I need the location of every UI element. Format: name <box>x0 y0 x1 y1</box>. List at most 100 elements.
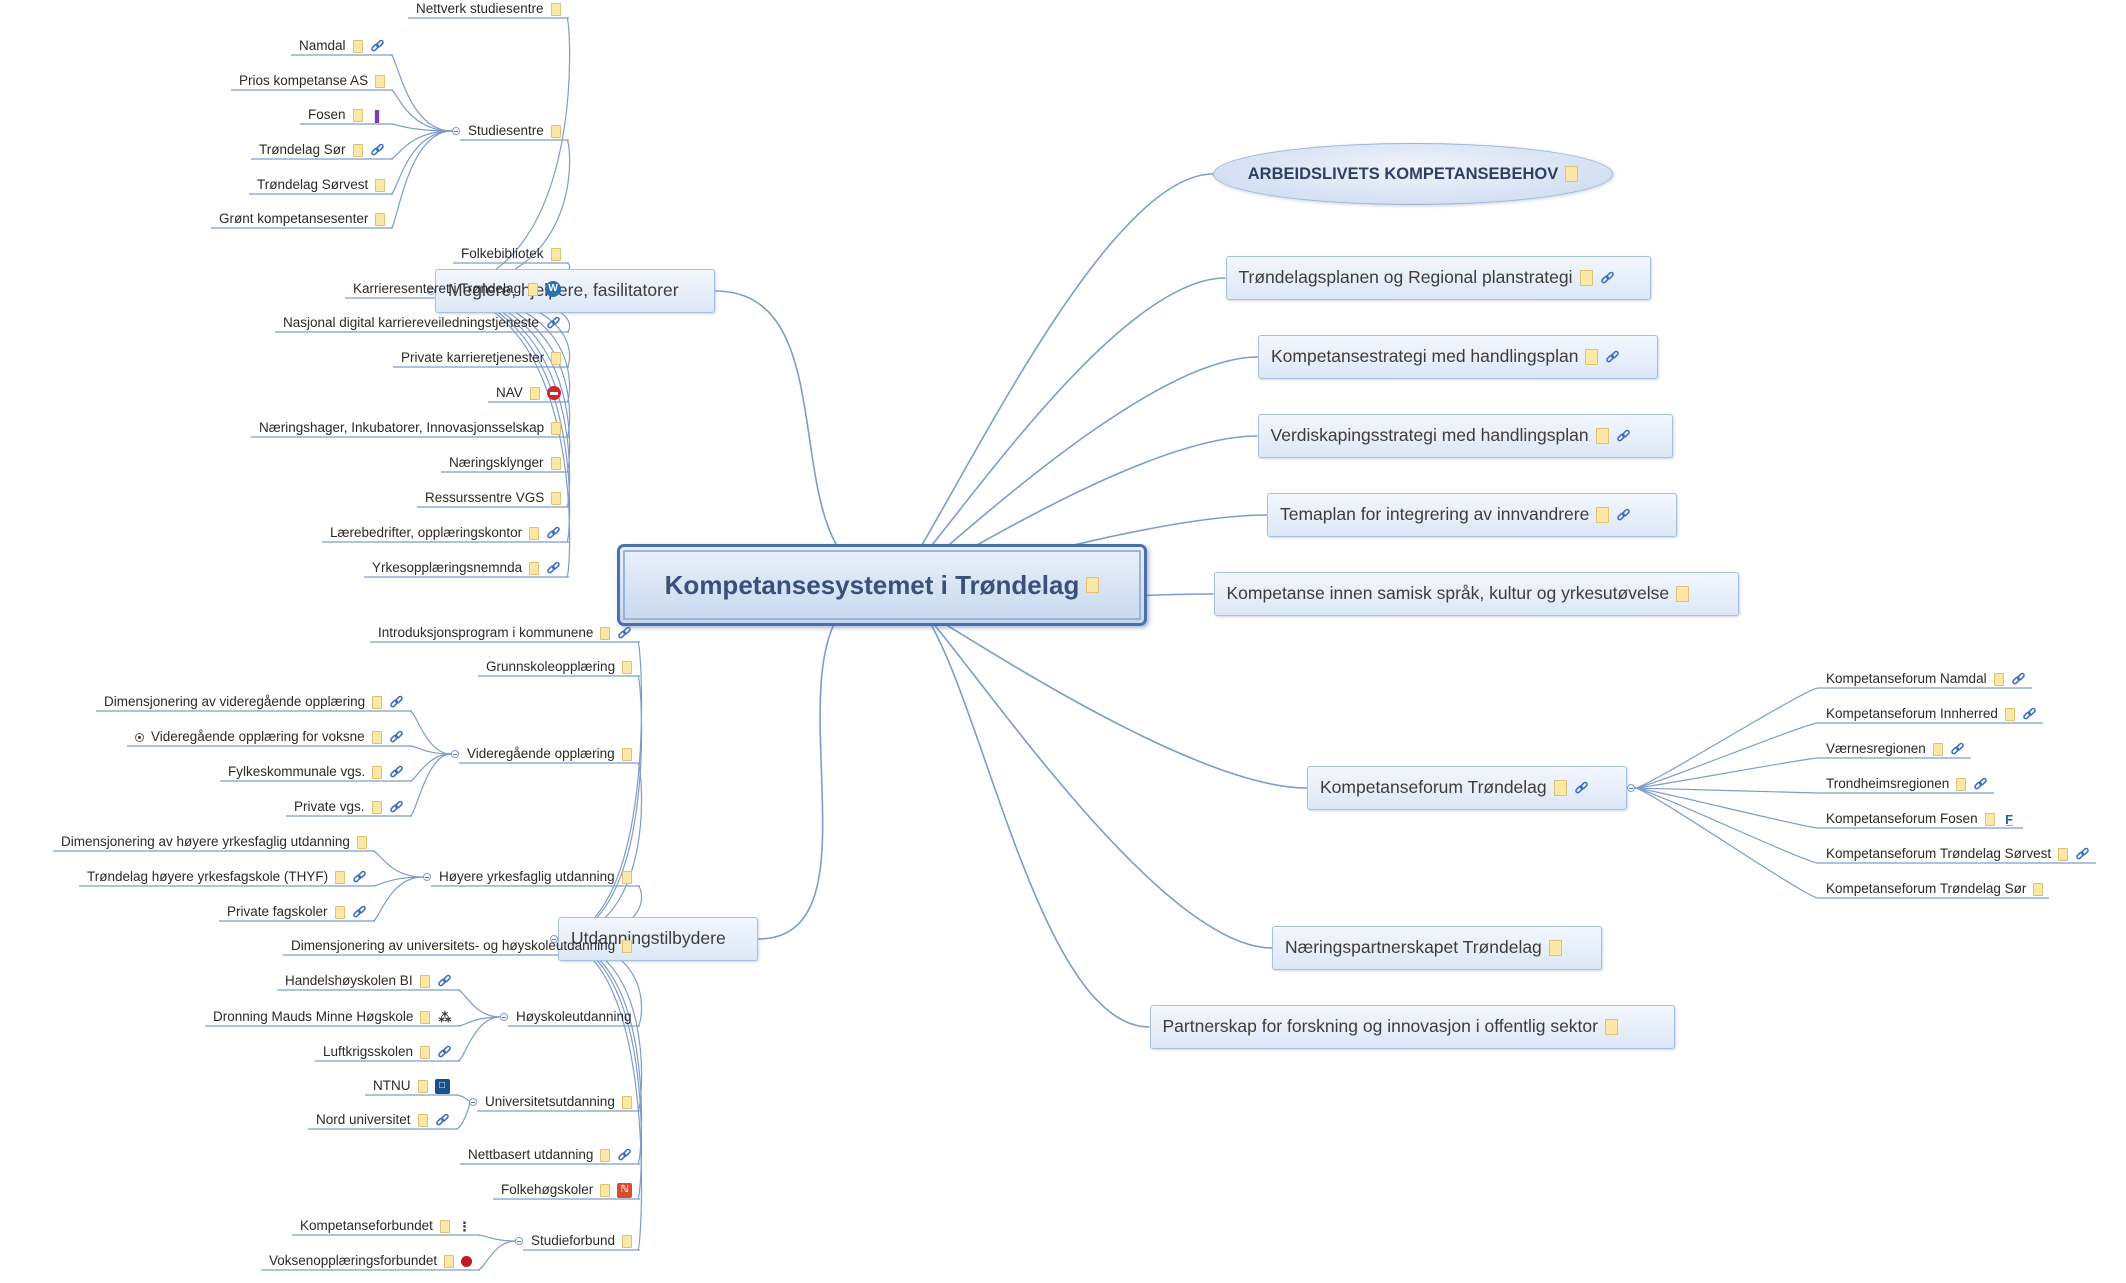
link-icon[interactable] <box>617 626 632 641</box>
note-icon[interactable] <box>1604 1019 1618 1035</box>
note-icon[interactable] <box>528 282 539 296</box>
collapse-toggle[interactable] <box>427 287 435 295</box>
note-icon[interactable] <box>417 1079 428 1093</box>
leaf-fylkeskommunale-vgs[interactable]: Fylkeskommunale vgs. <box>224 762 408 782</box>
note-icon[interactable] <box>1984 812 1995 826</box>
leaf-kompetanseforum-namdal[interactable]: Kompetanseforum Namdal <box>1822 669 2030 689</box>
link-icon[interactable] <box>1616 508 1631 523</box>
note-icon[interactable] <box>621 870 632 884</box>
hierarchy-icon[interactable]: ⋮ <box>457 1218 471 1234</box>
note-icon[interactable] <box>622 660 633 674</box>
note-icon[interactable] <box>551 421 562 435</box>
link-icon[interactable] <box>352 905 367 920</box>
branch-kompetanse-innen-samisk-sprak-kultur-og-yrkesutovelse[interactable]: Kompetanse innen samisk språk, kultur og… <box>1213 572 1739 616</box>
note-icon[interactable] <box>1086 577 1100 593</box>
web-icon[interactable]: W <box>545 281 562 297</box>
leaf-dimensjonering-av-videregaende-opplaering[interactable]: Dimensjonering av videregående opplæring <box>100 692 408 712</box>
note-icon[interactable] <box>375 212 386 226</box>
leaf-videregaende-opplaering-for-voksne[interactable]: Videregående opplæring for voksne <box>131 727 408 747</box>
note-icon[interactable] <box>1932 742 1943 756</box>
leaf-videregaende-opplaering[interactable]: Videregående opplæring <box>463 744 636 764</box>
leaf-kompetanseforum-trondelag-sor[interactable]: Kompetanseforum Trøndelag Sør <box>1822 879 2047 899</box>
collapse-toggle[interactable] <box>515 1237 523 1245</box>
note-icon[interactable] <box>551 351 562 365</box>
link-icon[interactable] <box>437 1045 452 1060</box>
link-icon[interactable] <box>2075 847 2090 862</box>
leaf-ressurssentre-vgs[interactable]: Ressurssentre VGS <box>421 488 565 508</box>
branch-verdiskapingsstrategi-med-handlingsplan[interactable]: Verdiskapingsstrategi med handlingsplan <box>1257 414 1673 458</box>
leaf-nasjonal-digital-karriereveiledningstjeneste[interactable]: Nasjonal digital karriereveiledningstjen… <box>279 313 565 333</box>
note-icon[interactable] <box>420 1010 431 1024</box>
leaf-private-vgs[interactable]: Private vgs. <box>290 797 408 817</box>
note-icon[interactable] <box>375 178 386 192</box>
leaf-nav[interactable]: NAV <box>492 383 565 403</box>
note-icon[interactable] <box>335 870 346 884</box>
note-icon[interactable] <box>621 1095 632 1109</box>
leaf-introduksjonsprogram-i-kommunene[interactable]: Introduksjonsprogram i kommunene <box>374 623 636 643</box>
note-icon[interactable] <box>375 74 386 88</box>
note-icon[interactable] <box>529 526 540 540</box>
link-icon[interactable] <box>437 974 452 989</box>
note-icon[interactable] <box>371 730 382 744</box>
link-icon[interactable] <box>389 730 404 745</box>
tag-icon[interactable]: ❚ <box>371 107 383 123</box>
link-icon[interactable] <box>546 561 561 576</box>
note-icon[interactable] <box>550 2 561 16</box>
note-icon[interactable] <box>372 695 383 709</box>
leaf-hoyere-yrkesfaglig-utdanning[interactable]: Høyere yrkesfaglig utdanning <box>435 867 636 887</box>
collapse-toggle[interactable] <box>423 873 431 881</box>
leaf-gront-kompetansesenter[interactable]: Grønt kompetansesenter <box>215 209 389 229</box>
collapse-toggle[interactable] <box>469 1098 477 1106</box>
link-icon[interactable] <box>1600 271 1615 286</box>
note-icon[interactable] <box>372 765 383 779</box>
branch-kompetanseforum-trondelag[interactable]: Kompetanseforum Trøndelag <box>1307 766 1627 810</box>
link-icon[interactable] <box>389 695 404 710</box>
note-icon[interactable] <box>420 1045 431 1059</box>
link-icon[interactable] <box>435 1113 450 1128</box>
people-icon[interactable]: ⁂ <box>438 1009 452 1025</box>
link-icon[interactable] <box>1574 781 1589 796</box>
note-icon[interactable] <box>529 561 540 575</box>
leaf-laerebedrifter-opplaeringskontor[interactable]: Lærebedrifter, opplæringskontor <box>326 523 565 543</box>
link-icon[interactable] <box>617 1148 632 1163</box>
note-icon[interactable] <box>356 835 367 849</box>
leaf-handelshoyskolen-bi[interactable]: Handelshøyskolen BI <box>281 971 456 991</box>
branch-trondelagsplanen-og-regional-planstrategi[interactable]: Trøndelagsplanen og Regional planstrateg… <box>1225 256 1651 300</box>
leaf-private-karrieretjenester[interactable]: Private karrieretjenester <box>397 348 565 368</box>
leaf-trondelag-sorvest[interactable]: Trøndelag Sørvest <box>253 175 389 195</box>
leaf-dimensjonering-av-hoyere-yrkesfaglig-utdanning[interactable]: Dimensjonering av høyere yrkesfaglig utd… <box>57 832 371 852</box>
leaf-nettbasert-utdanning[interactable]: Nettbasert utdanning <box>464 1145 636 1165</box>
link-icon[interactable] <box>2022 707 2037 722</box>
branch-kompetansestrategi-med-handlingsplan[interactable]: Kompetansestrategi med handlingsplan <box>1258 335 1658 379</box>
leaf-kompetanseforum-innherred[interactable]: Kompetanseforum Innherred <box>1822 704 2041 724</box>
link-icon[interactable] <box>389 765 404 780</box>
note-icon[interactable] <box>1956 777 1967 791</box>
central-topic[interactable]: Kompetansesystemet i Trøndelag <box>617 544 1147 626</box>
note-icon[interactable] <box>1579 270 1593 286</box>
link-icon[interactable] <box>370 143 385 158</box>
note-icon[interactable] <box>1585 349 1599 365</box>
link-icon[interactable] <box>352 870 367 885</box>
collapse-toggle[interactable] <box>452 127 460 135</box>
leaf-ntnu[interactable]: NTNU□ <box>369 1076 454 1096</box>
leaf-naeringsklynger[interactable]: Næringsklynger <box>445 453 565 473</box>
leaf-vaernesregionen[interactable]: Værnesregionen <box>1822 739 1969 759</box>
red-dot-icon[interactable] <box>461 1255 473 1267</box>
note-icon[interactable] <box>600 1148 611 1162</box>
fk-logo-icon[interactable]: F̲ <box>2005 811 2014 827</box>
link-icon[interactable] <box>1950 742 1965 757</box>
note-icon[interactable] <box>550 456 561 470</box>
note-icon[interactable] <box>334 905 345 919</box>
collapse-toggle[interactable] <box>1627 784 1635 792</box>
leaf-namdal[interactable]: Namdal <box>295 36 389 56</box>
leaf-naeringshager-inkubatorer-innovasjonsselskap[interactable]: Næringshager, Inkubatorer, Innovasjonsse… <box>255 418 565 438</box>
note-icon[interactable] <box>529 386 540 400</box>
leaf-trondelag-sor[interactable]: Trøndelag Sør <box>255 140 389 160</box>
leaf-trondheimsregionen[interactable]: Trondheimsregionen <box>1822 774 1992 794</box>
leaf-luftkrigsskolen[interactable]: Luftkrigsskolen <box>319 1042 456 1062</box>
note-icon[interactable] <box>417 1113 428 1127</box>
leaf-dimensjonering-av-universitets-og-hoyskoleutdanning[interactable]: Dimensjonering av universitets- og høysk… <box>287 936 636 956</box>
leaf-grunnskoleopplaering[interactable]: Grunnskoleopplæring <box>482 657 636 677</box>
branch-utdanningstilbydere[interactable]: Utdanningstilbydere <box>558 917 758 961</box>
